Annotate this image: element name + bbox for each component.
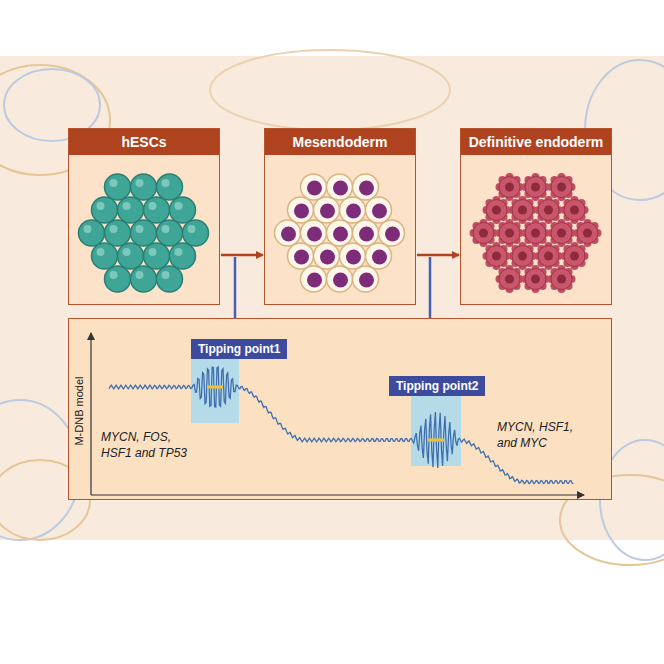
- x-axis: [91, 494, 584, 495]
- flow-arrow: [417, 254, 459, 257]
- model-panel: M-DNB modelMYCN, FOS, HSF1 and TP53 MYCN,…: [68, 318, 612, 500]
- dnb-curve: [69, 319, 613, 501]
- tipping-text: Tipping point2: [396, 379, 478, 393]
- stage-box: Definitive endoderm: [460, 128, 612, 305]
- background-band: [0, 56, 664, 540]
- tipping-label: Tipping point1: [191, 339, 287, 359]
- cell-illustration: [69, 155, 218, 303]
- flow-arrow: [221, 254, 263, 257]
- tipping-marker: [428, 439, 444, 442]
- tipping-shade: [191, 357, 239, 423]
- stage-body: [265, 155, 415, 303]
- stage-body: [461, 155, 611, 303]
- stage-title: Mesendoderm: [293, 134, 388, 150]
- y-axis: [90, 333, 91, 495]
- stage-title: hESCs: [121, 134, 166, 150]
- stage-title: Definitive endoderm: [469, 134, 604, 150]
- cell-illustration: [265, 155, 414, 303]
- stage-box: Mesendoderm: [264, 128, 416, 305]
- gene-list: MYCN, FOS, HSF1 and TP53: [101, 429, 197, 461]
- tipping-text: Tipping point1: [198, 342, 280, 356]
- stage-header: Mesendoderm: [265, 129, 415, 155]
- cell-illustration: [461, 155, 610, 303]
- stage-header: Definitive endoderm: [461, 129, 611, 155]
- tipping-label: Tipping point2: [389, 376, 485, 396]
- decorative-curves: [0, 50, 664, 565]
- stage-box: hESCs: [68, 128, 220, 305]
- stage-header: hESCs: [69, 129, 219, 155]
- tipping-marker: [207, 386, 223, 389]
- stage-body: [69, 155, 219, 303]
- gene-list: MYCN, HSF1, and MYC: [497, 419, 587, 451]
- axis-label: M-DNB model: [72, 376, 84, 445]
